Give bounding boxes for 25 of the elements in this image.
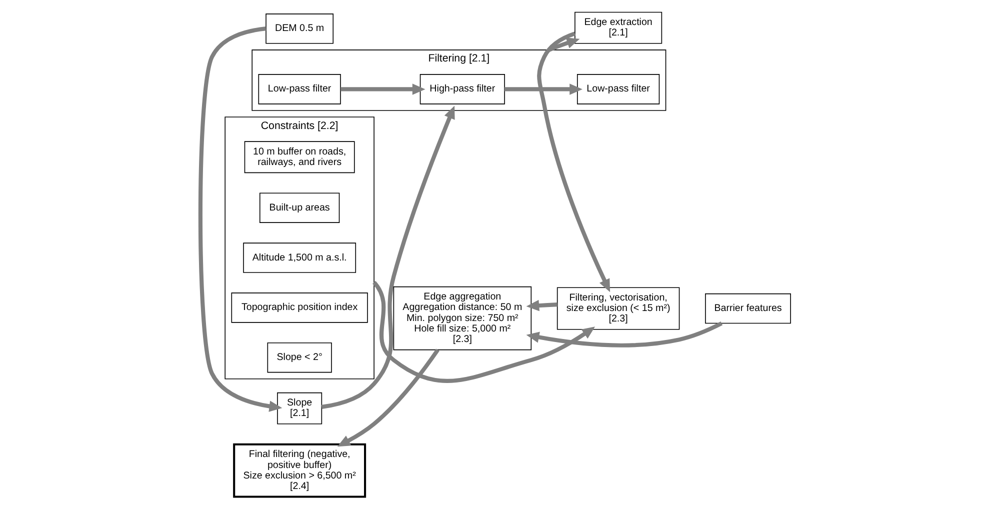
node-box: Topographic position index — [230, 292, 368, 322]
node-box: DEM 0.5 m — [265, 13, 334, 44]
arrow — [536, 31, 610, 292]
node-box: 10 m buffer on roads, railways, and rivers — [244, 140, 354, 173]
node-box: Final filtering (negative, positive buffer) Size exclusion > 6,500 m² [2.4] — [232, 442, 366, 498]
arrow — [548, 37, 580, 52]
node-box: Built-up areas — [258, 192, 340, 222]
arrow — [340, 83, 425, 94]
node-box: Low-pass filter — [576, 74, 660, 104]
arrow — [526, 321, 722, 347]
arrow — [320, 105, 454, 408]
arrow — [336, 348, 439, 446]
node-box: Slope < 2° — [266, 342, 332, 372]
node-box: Filtering, vectorisation, size exclusion (< 15 m²) [2.3] — [556, 286, 680, 330]
arrow — [504, 83, 582, 94]
node-box: Altitude 1,500 m a.s.l. — [242, 242, 356, 272]
node-box: Low-pass filter — [258, 74, 340, 104]
node-box: Edge aggregation Aggregation distance: 50 m Min. polygon size: 750 m² Hole fill size: 5,000 m² [2.3] — [392, 286, 532, 350]
node-box: Barrier features — [704, 292, 790, 324]
arrow — [372, 280, 595, 382]
node-box: High-pass filter — [419, 74, 504, 104]
node-box: Edge extraction [2.1] — [574, 11, 662, 44]
arrow — [526, 299, 557, 311]
arrow — [198, 26, 282, 412]
node-box: Slope [2.1] — [276, 392, 322, 424]
